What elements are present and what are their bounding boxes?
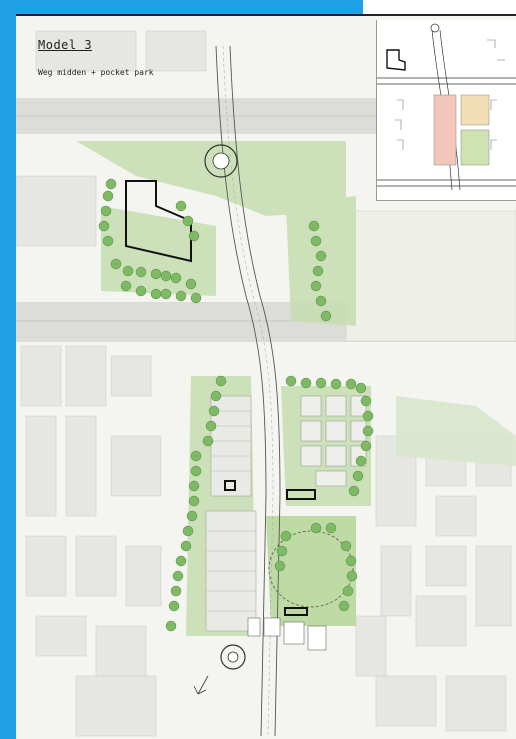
tree: [274, 560, 286, 572]
roundabout-north: [204, 144, 238, 178]
tree: [346, 570, 358, 582]
tree: [280, 530, 292, 542]
sheet-title: Model 3: [38, 38, 93, 52]
tree: [352, 470, 364, 482]
tree: [330, 378, 342, 390]
tree: [98, 220, 110, 232]
tree: [135, 266, 147, 278]
tree: [175, 200, 187, 212]
trees: [98, 178, 374, 632]
tree: [300, 377, 312, 389]
tree: [110, 258, 122, 270]
tree: [345, 378, 357, 390]
tree: [338, 600, 350, 612]
pocket-park-oval: [268, 530, 354, 608]
tree: [175, 555, 187, 567]
tree: [186, 510, 198, 522]
tree: [160, 270, 172, 282]
north-arrow-icon: [193, 675, 209, 695]
plan-sheet: Model 3 Weg midden + pocket park: [16, 14, 516, 739]
tree: [135, 285, 147, 297]
tree: [340, 540, 352, 552]
tree: [308, 220, 320, 232]
tree: [182, 525, 194, 537]
sheet-subtitle: Weg midden + pocket park: [38, 68, 154, 77]
tree: [310, 235, 322, 247]
tree: [165, 620, 177, 632]
tree: [315, 295, 327, 307]
tree: [355, 382, 367, 394]
tree: [170, 272, 182, 284]
roundabout-south: [220, 644, 246, 670]
context-buildings: [16, 30, 512, 737]
tree: [180, 540, 192, 552]
inset-map-drawing: [377, 23, 516, 191]
tree: [170, 585, 182, 597]
tree: [342, 585, 354, 597]
tree: [168, 600, 180, 612]
tree: [325, 522, 337, 534]
tree: [315, 250, 327, 262]
tree: [100, 205, 112, 217]
tree: [312, 265, 324, 277]
south-buildings: [247, 617, 327, 651]
tree: [188, 495, 200, 507]
tree: [362, 410, 374, 422]
tree: [355, 455, 367, 467]
tree: [360, 440, 372, 452]
tree: [210, 390, 222, 402]
parking-lots: [205, 395, 367, 632]
tree: [182, 215, 194, 227]
top-strip: [363, 0, 516, 14]
tree: [175, 290, 187, 302]
tree: [102, 190, 114, 202]
tree: [320, 310, 332, 322]
tree: [122, 265, 134, 277]
tree: [205, 420, 217, 432]
tree: [188, 480, 200, 492]
tree: [360, 395, 372, 407]
tree: [190, 450, 202, 462]
tree: [102, 235, 114, 247]
tree: [105, 178, 117, 190]
tree: [215, 375, 227, 387]
tree: [345, 555, 357, 567]
tree: [285, 375, 297, 387]
tree: [150, 288, 162, 300]
tree: [185, 278, 197, 290]
tree: [172, 570, 184, 582]
tree: [315, 377, 327, 389]
tree: [120, 280, 132, 292]
site-plan-drawing: [16, 30, 516, 737]
tree: [310, 522, 322, 534]
tree: [362, 425, 374, 437]
tree: [310, 280, 322, 292]
tree: [190, 292, 202, 304]
tree: [150, 268, 162, 280]
tree: [188, 230, 200, 242]
tree: [160, 288, 172, 300]
tree: [202, 435, 214, 447]
tree: [348, 485, 360, 497]
tree: [276, 545, 288, 557]
tree: [190, 465, 202, 477]
inset-map: [376, 20, 516, 201]
open-field: [345, 210, 516, 342]
tree: [208, 405, 220, 417]
